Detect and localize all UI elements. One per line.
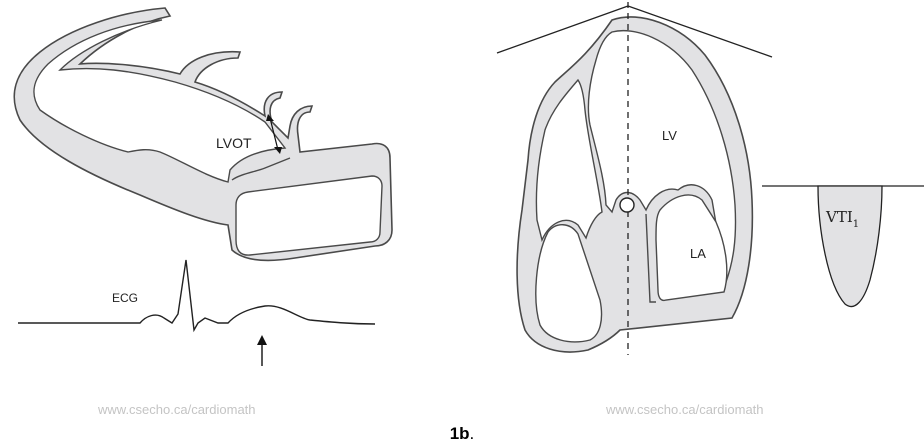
left-watermark: www.csecho.ca/cardiomath bbox=[97, 402, 256, 417]
lv-label: LV bbox=[662, 128, 677, 143]
figure-caption: 1b. bbox=[0, 424, 924, 444]
ecg-pointer-head bbox=[257, 335, 267, 345]
ecg-trace bbox=[18, 260, 375, 330]
la-label: LA bbox=[690, 246, 706, 261]
sample-volume-marker bbox=[620, 198, 634, 212]
plax-heart-drawing bbox=[14, 8, 392, 260]
apical-heart-drawing bbox=[517, 17, 752, 352]
caption-text: 1b bbox=[450, 424, 470, 443]
right-watermark: www.csecho.ca/cardiomath bbox=[605, 402, 764, 417]
ecg-label: ECG bbox=[112, 291, 138, 305]
lvot-label: LVOT bbox=[216, 135, 252, 151]
caption-suffix: . bbox=[470, 424, 475, 443]
vti-envelope bbox=[818, 186, 882, 307]
